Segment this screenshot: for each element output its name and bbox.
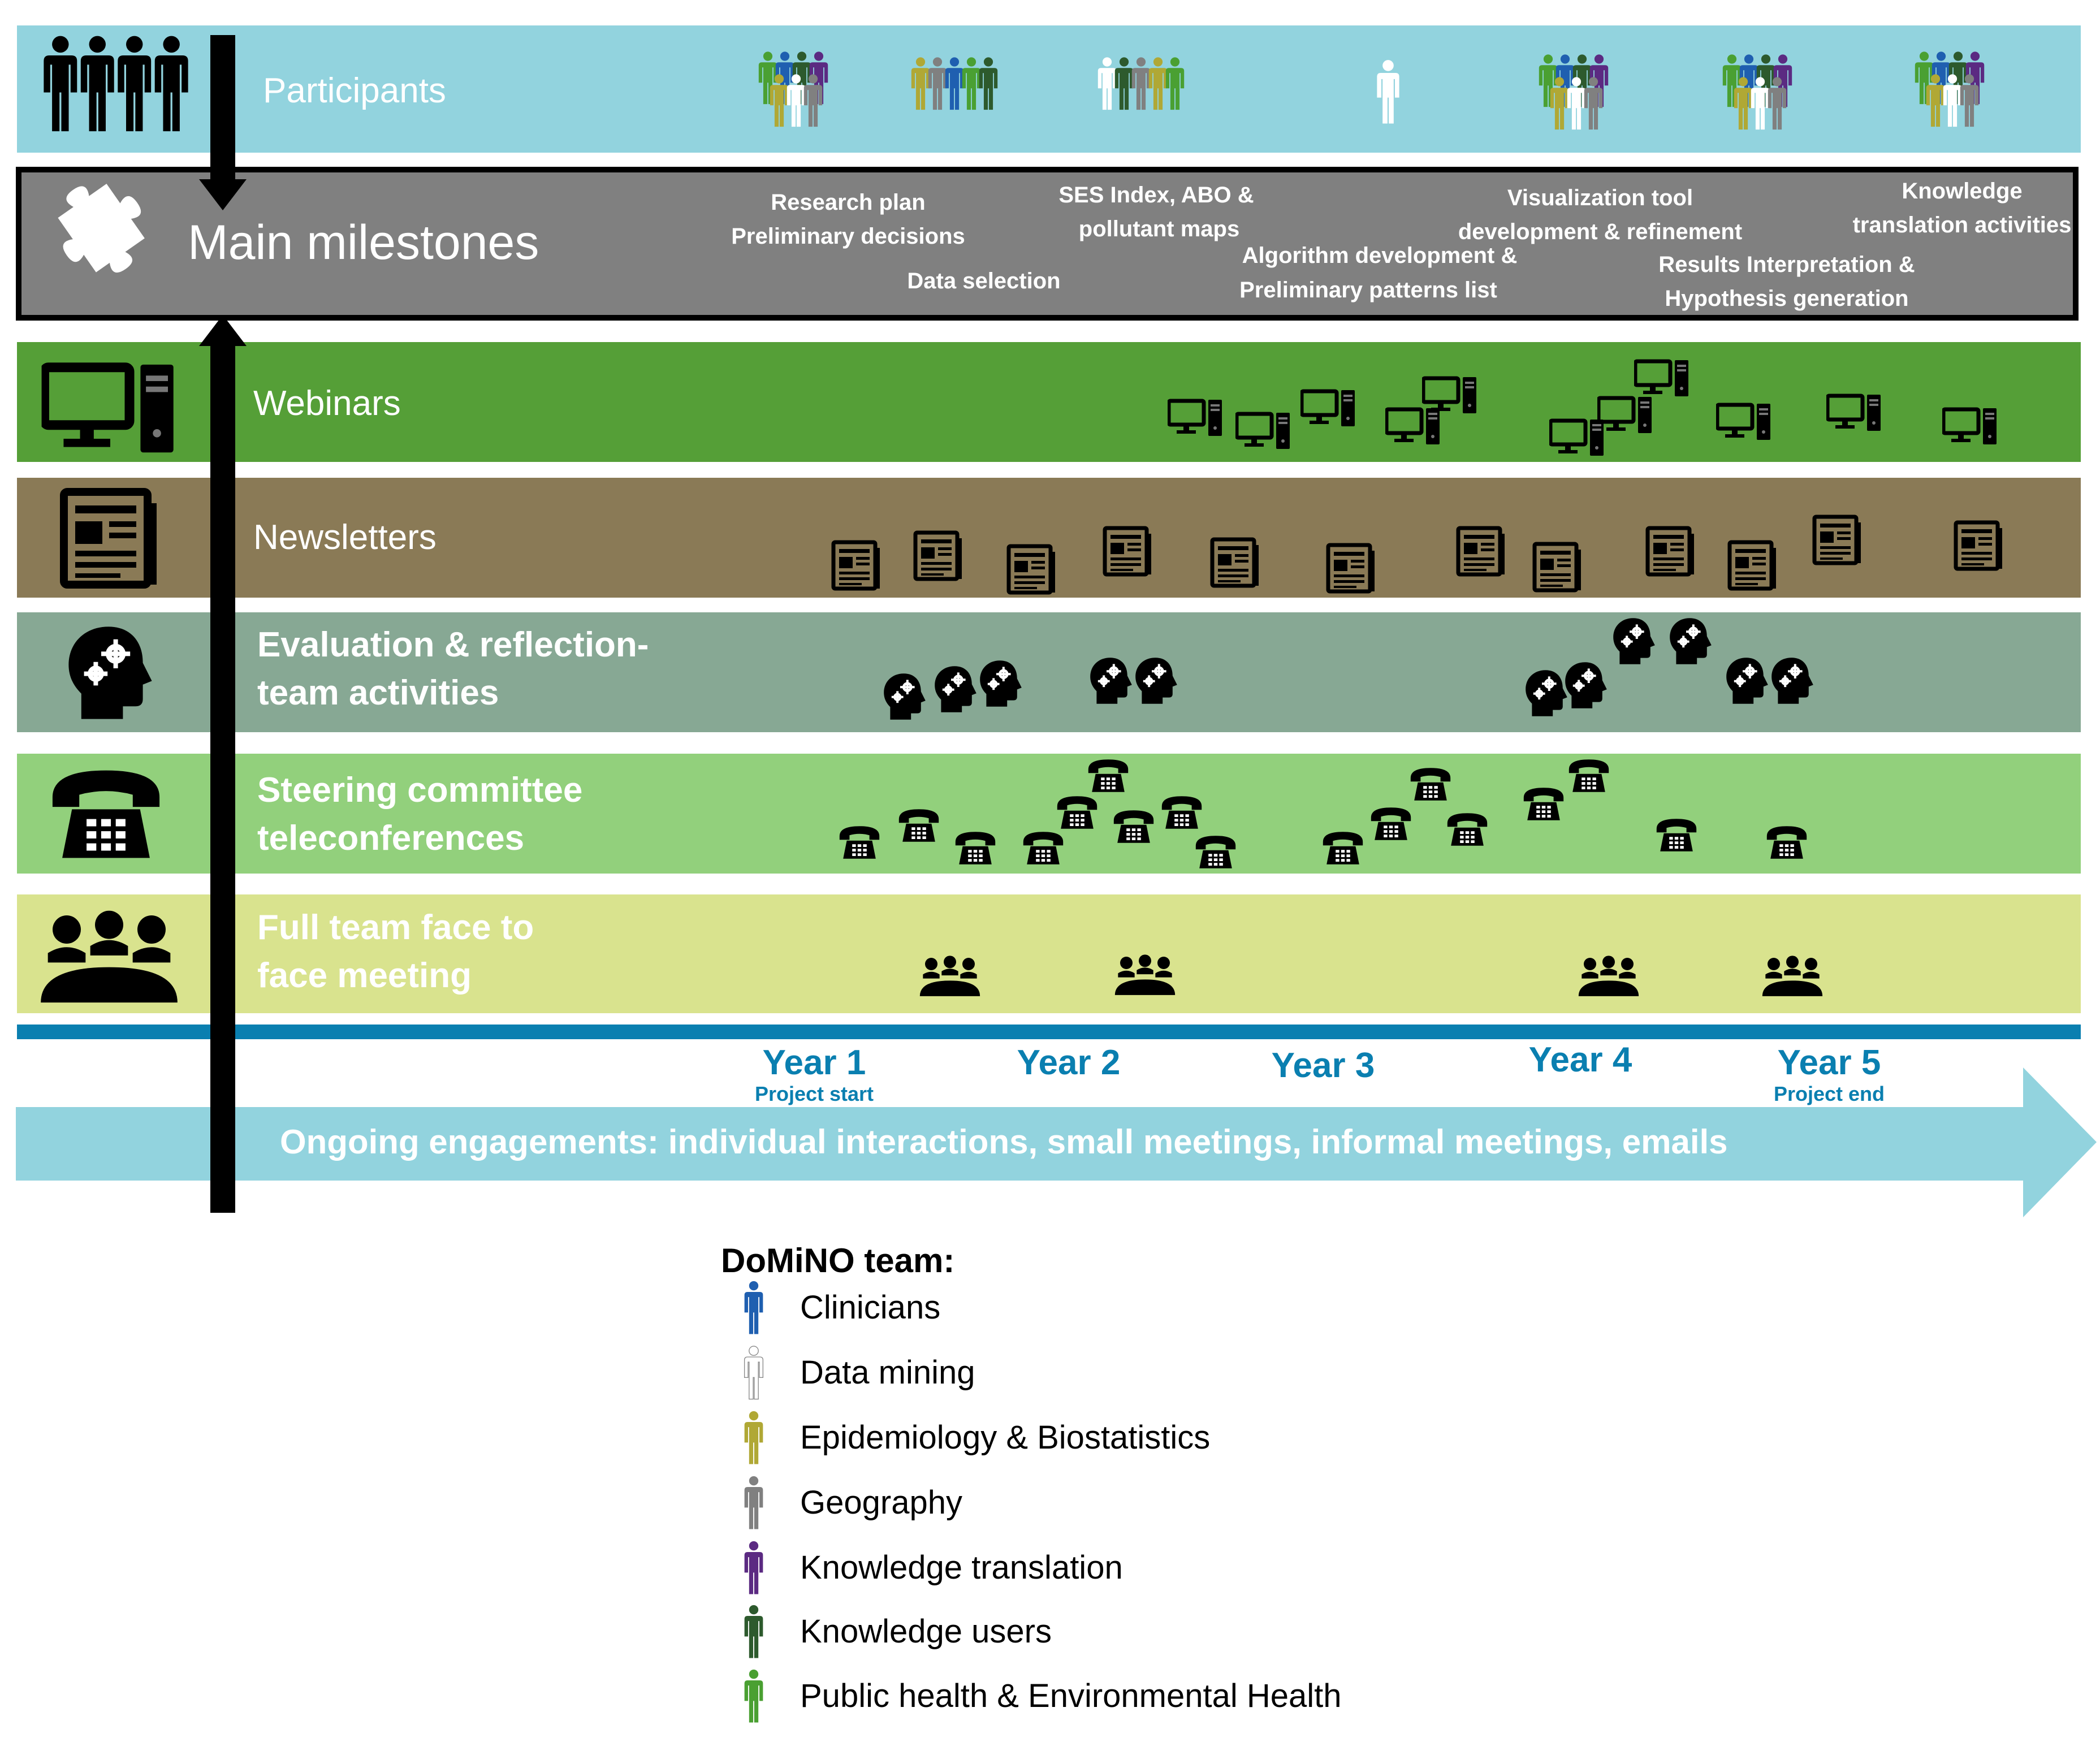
steering-label-line2: teleconferences bbox=[257, 819, 525, 858]
person-icon bbox=[744, 1346, 764, 1400]
webinars-row bbox=[17, 342, 2081, 462]
fullteam-label-line1: Full team face to bbox=[257, 908, 534, 947]
fullteam-label-line2: face meeting bbox=[257, 956, 472, 995]
legend-item-knowledge-translation: Knowledge translation bbox=[738, 1541, 1586, 1597]
person-icon bbox=[744, 1476, 763, 1529]
milestone-knowledge: Knowledge bbox=[1902, 179, 2023, 204]
legend-item-public-health: Public health & Environmental Health bbox=[738, 1669, 1586, 1726]
milestone-research-plan: Research plan bbox=[771, 190, 926, 215]
steering-label-line1: Steering committee bbox=[257, 771, 583, 810]
person-icon bbox=[744, 1541, 763, 1594]
legend-item-epidemiology: Epidemiology & Biostatistics bbox=[738, 1411, 1586, 1467]
person-icon bbox=[744, 1605, 763, 1658]
year-2: Year 2 bbox=[956, 1043, 1182, 1083]
milestone-results-interpretation: Results Interpretation & bbox=[1658, 252, 1915, 277]
legend-label: Knowledge translation bbox=[800, 1549, 1123, 1586]
milestone-development-refinement: development & refinement bbox=[1458, 219, 1743, 244]
timeline-line bbox=[17, 1025, 2081, 1039]
year-3: Year 3 bbox=[1210, 1046, 1436, 1086]
milestone-translation-activities: translation activities bbox=[1852, 213, 2072, 237]
milestones-label: Main milestones bbox=[188, 215, 539, 270]
year-1: Year 1 Project start bbox=[701, 1043, 927, 1105]
legend-label: Data mining bbox=[800, 1354, 975, 1391]
year-1-sub: Project start bbox=[754, 1082, 874, 1105]
year-5: Year 5 Project end bbox=[1716, 1043, 1942, 1105]
milestone-data-selection: Data selection bbox=[907, 269, 1061, 293]
ongoing-engagements-text: Ongoing engagements: individual interact… bbox=[280, 1123, 1728, 1161]
person-icon bbox=[744, 1411, 763, 1464]
milestone-preliminary-patterns: Preliminary patterns list bbox=[1239, 278, 1497, 302]
year-2-label: Year 2 bbox=[1017, 1043, 1121, 1082]
milestone-preliminary-decisions: Preliminary decisions bbox=[731, 224, 965, 249]
legend-label: Public health & Environmental Health bbox=[800, 1678, 1342, 1714]
evaluation-label-line1: Evaluation & reflection- bbox=[257, 625, 649, 664]
year-5-label: Year 5 bbox=[1777, 1043, 1881, 1082]
milestone-visualization-tool: Visualization tool bbox=[1507, 185, 1693, 210]
milestone-algorithm-development: Algorithm development & bbox=[1242, 243, 1518, 268]
legend-label: Geography bbox=[800, 1484, 962, 1521]
evaluation-label-line2: team activities bbox=[257, 673, 499, 712]
legend-item-knowledge-users: Knowledge users bbox=[738, 1605, 1586, 1661]
legend-label: Knowledge users bbox=[800, 1613, 1052, 1650]
fullteam-row bbox=[17, 894, 2081, 1013]
milestones-row bbox=[16, 167, 2079, 321]
year-1-label: Year 1 bbox=[762, 1043, 866, 1082]
webinars-label: Webinars bbox=[253, 384, 401, 423]
legend-title: DoMiNO team: bbox=[721, 1242, 955, 1280]
legend-item-data-mining: Data mining bbox=[738, 1346, 1586, 1402]
person-icon bbox=[744, 1281, 763, 1334]
legend-item-clinicians: Clinicians bbox=[738, 1281, 1586, 1337]
ongoing-arrow bbox=[16, 1067, 2097, 1217]
legend-label: Epidemiology & Biostatistics bbox=[800, 1419, 1211, 1456]
fullteam-marks bbox=[919, 954, 1823, 996]
year-5-sub: Project end bbox=[1773, 1082, 1885, 1105]
legend-item-geography: Geography bbox=[738, 1476, 1586, 1532]
milestone-hypothesis-generation: Hypothesis generation bbox=[1665, 286, 1909, 311]
legend-label: Clinicians bbox=[800, 1289, 941, 1326]
year-3-label: Year 3 bbox=[1271, 1046, 1375, 1085]
milestone-pollutant-maps: pollutant maps bbox=[1078, 217, 1240, 241]
newsletters-label: Newsletters bbox=[253, 518, 437, 557]
year-4: Year 4 bbox=[1467, 1040, 1693, 1080]
milestone-ses-index: SES Index, ABO & bbox=[1058, 183, 1254, 208]
person-icon bbox=[744, 1669, 763, 1723]
year-4-label: Year 4 bbox=[1528, 1040, 1632, 1079]
vertical-axis-arrow bbox=[199, 35, 247, 1213]
participants-label: Participants bbox=[263, 71, 446, 110]
